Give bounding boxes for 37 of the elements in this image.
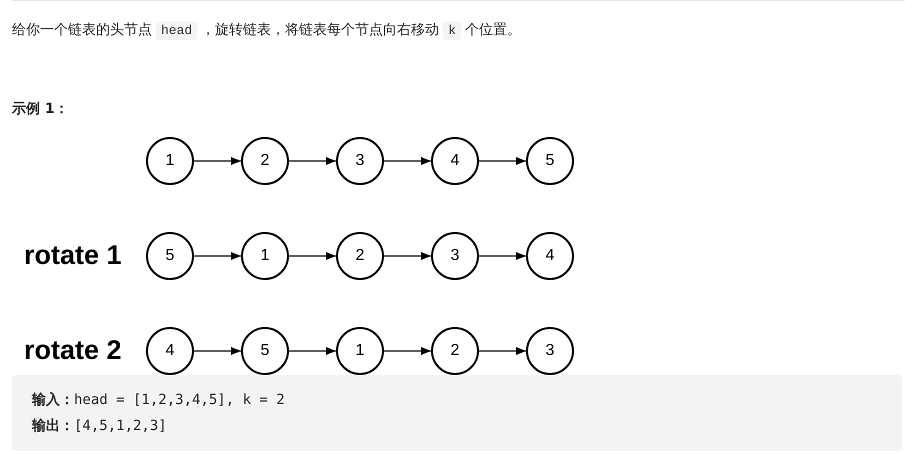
arrow [194, 252, 241, 260]
arrow [289, 252, 336, 260]
list-node-circle: 2 [336, 232, 384, 280]
list-node-circle: 1 [336, 327, 384, 375]
arrow [194, 157, 241, 165]
code-line: 输入：head = [1,2,3,4,5], k = 2 [32, 391, 285, 409]
arrow [289, 157, 336, 165]
list-node-circle: 3 [336, 137, 384, 185]
arrow [479, 157, 526, 165]
description-text: 个位置。 [465, 22, 522, 38]
arrow [479, 347, 526, 355]
arrow [194, 347, 241, 355]
list-node-circle: 1 [146, 137, 194, 185]
list-node-circle: 3 [526, 327, 574, 375]
example-heading: 示例 1： [12, 100, 69, 118]
description-text: 给你一个链表的头节点 [12, 22, 152, 38]
row-label: rotate 1 [24, 240, 122, 271]
list-node-circle: 5 [241, 327, 289, 375]
list-node-circle: 5 [526, 137, 574, 185]
arrow [384, 157, 431, 165]
list-node-circle: 2 [431, 327, 479, 375]
list-node-circle: 3 [431, 232, 479, 280]
list-node-circle: 4 [431, 137, 479, 185]
arrow [479, 252, 526, 260]
arrow [384, 252, 431, 260]
list-node-circle: 4 [526, 232, 574, 280]
list-node-circle: 4 [146, 327, 194, 375]
list-node-circle: 2 [241, 137, 289, 185]
arrow [289, 347, 336, 355]
row-label: rotate 2 [24, 335, 122, 366]
list-node-circle: 5 [146, 232, 194, 280]
inline-code: head [156, 21, 198, 40]
inline-code: k [443, 21, 462, 40]
list-node-circle: 1 [241, 232, 289, 280]
description-text: ，旋转链表，将链表每个节点向右移动 [201, 22, 440, 38]
arrow [384, 347, 431, 355]
code-line: 输出：[4,5,1,2,3] [32, 417, 167, 435]
